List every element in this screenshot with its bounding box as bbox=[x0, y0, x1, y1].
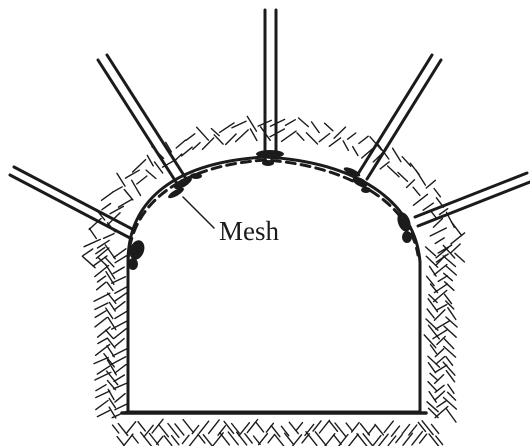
rock-bolt bbox=[415, 173, 530, 226]
mesh-label: Mesh bbox=[219, 216, 279, 246]
rock-bolt bbox=[10, 167, 134, 238]
